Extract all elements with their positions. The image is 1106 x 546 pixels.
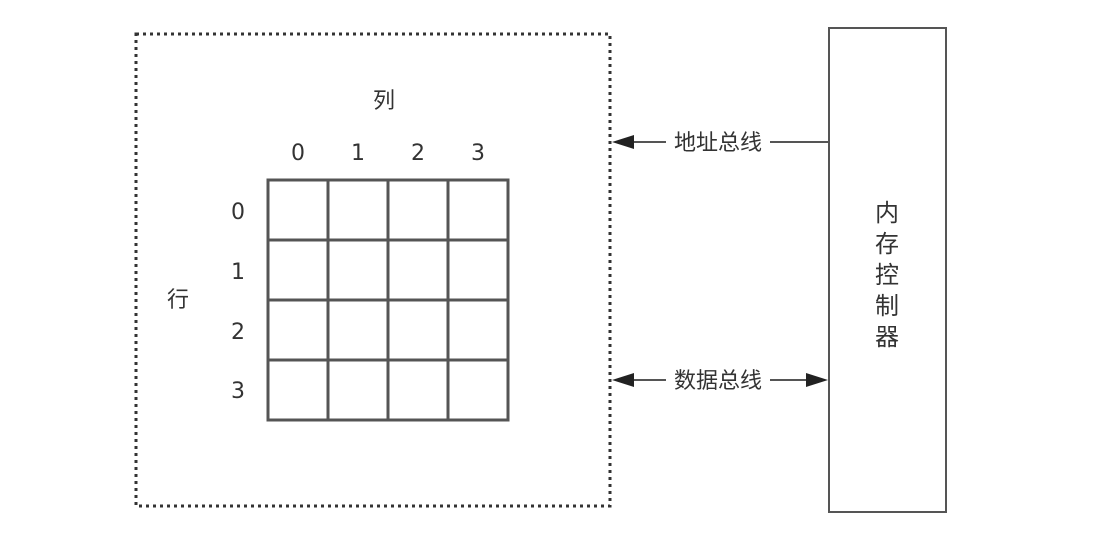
memory-cell: [266, 358, 330, 422]
row-title: 行: [167, 288, 189, 313]
data-bus-label: 数据总线: [674, 369, 762, 394]
memory-cell: [446, 238, 510, 302]
memory-cell: [386, 178, 450, 242]
row-label: 2: [231, 320, 245, 345]
memory-controller-char: 器: [875, 323, 899, 351]
memory-cell: [326, 238, 390, 302]
memory-cell: [446, 178, 510, 242]
memory-controller: 内 存 控 制 器: [828, 27, 947, 513]
column-label: 2: [411, 141, 425, 166]
memory-controller-char: 制: [875, 292, 899, 320]
memory-cell-grid: [266, 178, 510, 422]
memory-chip-boundary: [134, 32, 612, 508]
row-labels: 0 1 2 3: [231, 200, 245, 404]
memory-cell: [386, 238, 450, 302]
row-label: 0: [231, 200, 245, 225]
memory-controller-char: 内: [875, 199, 899, 227]
column-labels: 0 1 2 3: [291, 141, 485, 166]
memory-cell: [386, 298, 450, 362]
memory-cell: [446, 358, 510, 422]
data-bus-arrowhead-right: [806, 373, 828, 387]
column-label: 0: [291, 141, 305, 166]
row-label: 1: [231, 260, 245, 285]
memory-cell: [326, 178, 390, 242]
memory-controller-box: [828, 27, 947, 513]
memory-cell: [326, 298, 390, 362]
address-bus: 地址总线: [612, 131, 829, 156]
memory-controller-char: 控: [875, 261, 899, 289]
column-label: 3: [471, 141, 485, 166]
memory-cell: [266, 178, 330, 242]
data-bus-arrowhead-left: [612, 373, 634, 387]
column-title: 列: [373, 89, 395, 114]
memory-cell: [266, 298, 330, 362]
address-bus-label: 地址总线: [674, 131, 762, 156]
memory-cell: [266, 238, 330, 302]
row-label: 3: [231, 379, 245, 404]
column-label: 1: [351, 141, 365, 166]
address-bus-arrowhead: [612, 135, 634, 149]
memory-controller-char: 存: [875, 230, 899, 258]
memory-cell: [446, 298, 510, 362]
data-bus: 数据总线: [612, 369, 828, 394]
memory-cell: [326, 358, 390, 422]
memory-cell: [386, 358, 450, 422]
